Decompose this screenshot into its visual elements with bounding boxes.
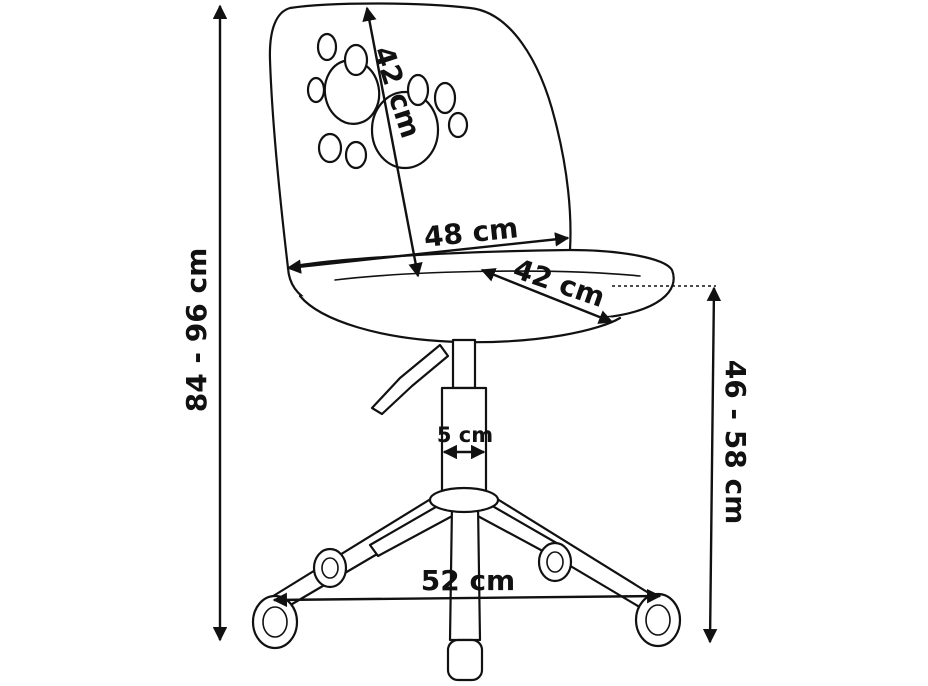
caster-wheels (251, 541, 682, 682)
backrest-height-line (362, 6, 423, 278)
seat-height-line (702, 286, 722, 644)
seat-width-line (286, 232, 570, 274)
dimension-lines (212, 4, 722, 644)
base-diameter-label: 52 cm (421, 564, 516, 597)
gas-lift-cylinder (440, 386, 488, 500)
gas-lift-upper (451, 338, 477, 390)
gas-lift-diameter-label: 5 cm (437, 423, 493, 447)
base-diameter-line (272, 588, 662, 608)
height-lever (370, 343, 450, 416)
seat-depth-line (480, 268, 614, 324)
seat-height-label: 46 - 58 cm (719, 360, 752, 525)
total-height-label: 84 - 96 cm (180, 248, 213, 413)
